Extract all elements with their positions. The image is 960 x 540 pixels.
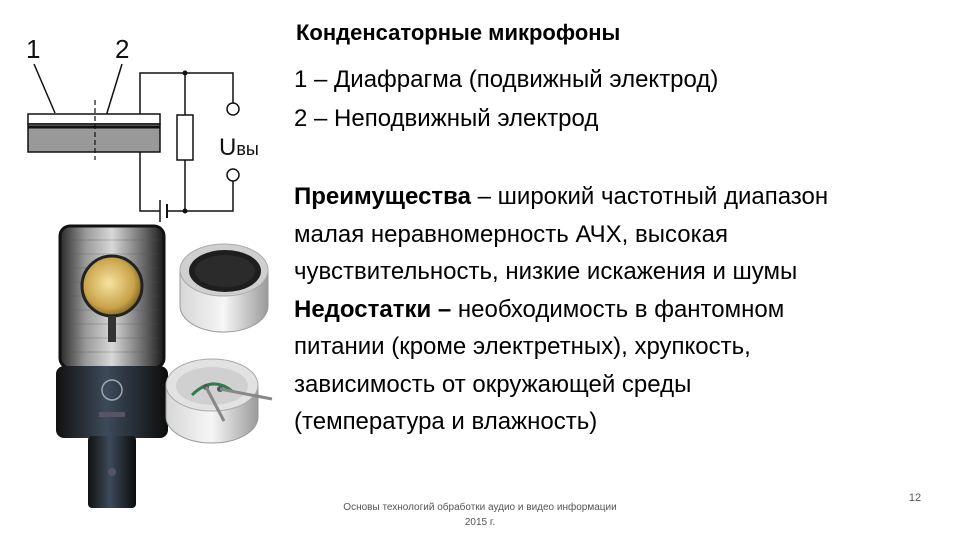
pointer-line-1 [33, 63, 56, 114]
disadvantages-line-4: (температура и влажность) [294, 408, 598, 435]
diaphragm [27, 113, 161, 125]
page-number: 12 [908, 492, 922, 504]
circuit-wire-bottom [139, 152, 160, 212]
disadvantages-label: Недостатки – [294, 295, 452, 323]
electret-capsule-pins-image [165, 358, 273, 444]
condenser-mic-diagram: 1 2 Uвы [26, 34, 259, 222]
diagram-label-2: 2 [115, 34, 129, 64]
capsule-pin [219, 387, 273, 401]
advantages-line-1: Преимущества – широкий частотный диапазо… [294, 178, 954, 216]
capsule-diaphragm [80, 254, 144, 318]
output-voltage-label: Uвы [219, 134, 259, 161]
slide-footer: Основы технологий обработки аудио и виде… [320, 500, 640, 530]
footer-year: 2015 г. [464, 517, 496, 528]
footer-course-title: Основы технологий обработки аудио и виде… [343, 502, 617, 513]
pros-cons-text: Преимущества – широкий частотный диапазо… [294, 178, 954, 441]
advantages-dash: – [470, 183, 498, 210]
disadvantages-text-1: необходимость в фантомном [451, 295, 785, 323]
disadvantages-line-3: зависимость от окружающей среды [294, 370, 692, 398]
advantages-text-1: широкий частотный диапазон [497, 183, 829, 210]
disadvantages-line-2: питании (кроме электретных), хрупкость, [294, 333, 751, 360]
studio-microphone-image [56, 224, 168, 508]
capsule-pin [204, 386, 226, 422]
load-resistor [176, 114, 194, 161]
output-terminal-bottom [226, 168, 240, 182]
fixed-electrode [27, 123, 161, 153]
diagram-label-1: 1 [26, 34, 40, 64]
advantages-label: Преимущества [294, 183, 471, 210]
electret-capsule-image [179, 243, 269, 333]
advantages-line-2: малая неравномерность АЧХ, высокая [294, 220, 728, 248]
legend-item-2: 2 – Неподвижный электрод [294, 105, 599, 132]
brand-logo-icon [101, 379, 123, 401]
circuit-wire-top [139, 72, 234, 114]
output-terminal-top [226, 102, 240, 116]
slide-title: Конденсаторные микрофоны [296, 20, 621, 45]
advantages-line-3: чувствительность, низкие искажения и шум… [294, 258, 798, 285]
legend-item-1: 1 – Диафрагма (подвижный электрод) [294, 66, 719, 93]
disadvantages-line-1: Недостатки – необходимость в фантомном [294, 291, 954, 329]
